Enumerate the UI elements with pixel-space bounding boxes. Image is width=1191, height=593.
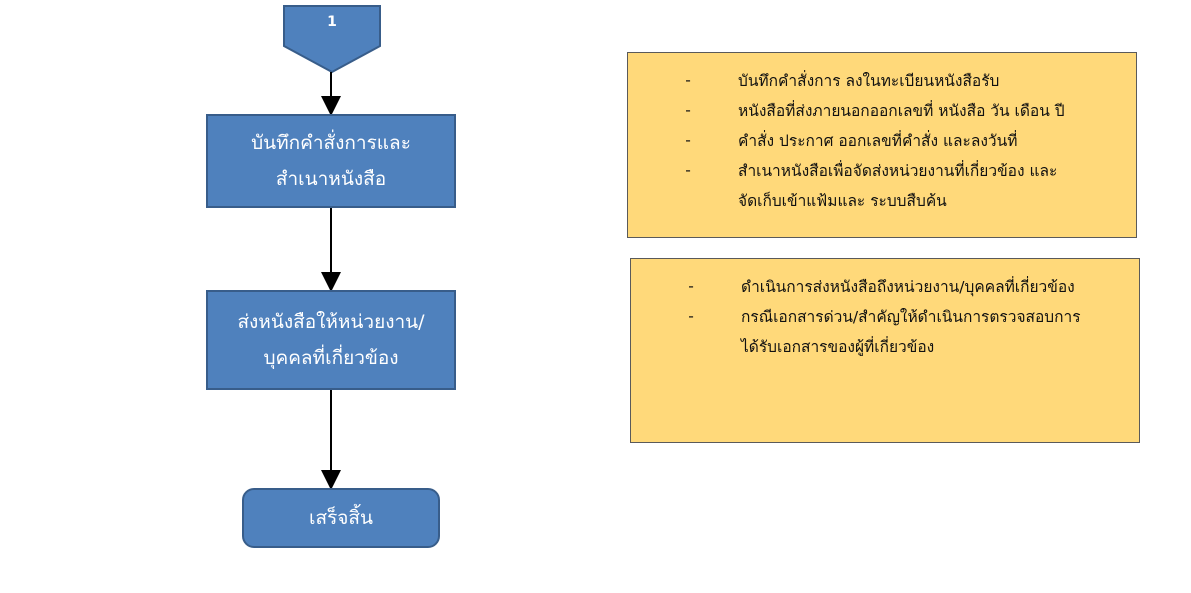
- note-box-step2: - ดำเนินการส่งหนังสือถึงหน่วยงาน/บุคคลที่…: [630, 258, 1140, 443]
- end-text: เสร็จสิ้น: [308, 507, 373, 529]
- note-text: หนังสือที่ส่งภายนอกออกเลขที่ หนังสือ วัน…: [738, 101, 1065, 120]
- note-item: - กรณีเอกสารด่วน/สำคัญให้ดำเนินการตรวจสอบ…: [631, 301, 1139, 331]
- bullet: -: [685, 101, 691, 119]
- note-item: - ดำเนินการส่งหนังสือถึงหน่วยงาน/บุคคลที่…: [631, 271, 1139, 301]
- terminator-end: เสร็จสิ้น: [242, 488, 440, 548]
- note-continuation: ได้รับเอกสารของผู้ที่เกี่ยวข้อง: [741, 337, 935, 356]
- note-continuation: จัดเก็บเข้าแฟ้มและ ระบบสืบค้น: [738, 191, 947, 210]
- step-text: บุคคลที่เกี่ยวข้อง: [263, 347, 399, 369]
- note-text: บันทึกคำสั่งการ ลงในทะเบียนหนังสือรับ: [738, 71, 1000, 90]
- note-item: - คำสั่ง ประกาศ ออกเลขที่คำสั่ง และลงวันท…: [628, 125, 1136, 155]
- off-page-connector: [283, 5, 381, 74]
- step-text: บันทึกคำสั่งการและ: [251, 132, 411, 154]
- process-step-send-letter: ส่งหนังสือให้หน่วยงาน/ บุคคลที่เกี่ยวข้อ…: [206, 290, 456, 390]
- note-item: - สำเนาหนังสือเพื่อจัดส่งหน่วยงานที่เกี่ย…: [628, 155, 1136, 185]
- connector-label: 1: [327, 14, 337, 30]
- step-text: สำเนาหนังสือ: [275, 168, 387, 190]
- note-text: คำสั่ง ประกาศ ออกเลขที่คำสั่ง และลงวันที…: [738, 131, 1018, 150]
- bullet: -: [685, 131, 691, 149]
- note-text: สำเนาหนังสือเพื่อจัดส่งหน่วยงานที่เกี่ยว…: [738, 161, 1058, 180]
- note-text: ดำเนินการส่งหนังสือถึงหน่วยงาน/บุคคลที่เ…: [741, 277, 1075, 296]
- bullet: -: [685, 161, 691, 179]
- note-item: - หนังสือที่ส่งภายนอกออกเลขที่ หนังสือ วั…: [628, 95, 1136, 125]
- step-text: ส่งหนังสือให้หน่วยงาน/: [237, 311, 425, 333]
- note-box-step1: - บันทึกคำสั่งการ ลงในทะเบียนหนังสือรับ -…: [627, 52, 1137, 238]
- bullet: -: [685, 71, 691, 89]
- note-item: - บันทึกคำสั่งการ ลงในทะเบียนหนังสือรับ: [628, 65, 1136, 95]
- bullet: -: [688, 277, 694, 295]
- bullet: -: [688, 307, 694, 325]
- process-step-record-order: บันทึกคำสั่งการและ สำเนาหนังสือ: [206, 114, 456, 208]
- note-text: กรณีเอกสารด่วน/สำคัญให้ดำเนินการตรวจสอบก…: [741, 307, 1081, 326]
